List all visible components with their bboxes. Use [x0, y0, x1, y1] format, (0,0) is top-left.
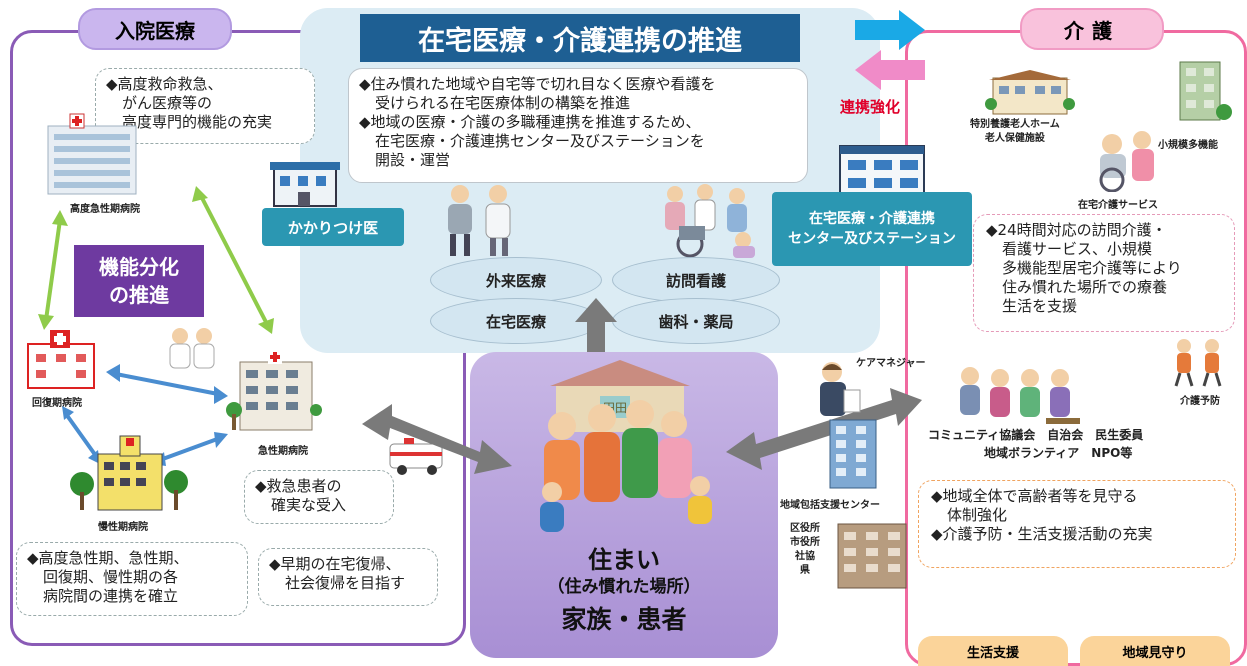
function-division-line: の推進	[109, 283, 169, 307]
function-division-line: 機能分化	[99, 255, 179, 279]
center-station-building-icon	[839, 145, 925, 199]
home-subtitle: （住み慣れた場所）	[547, 577, 701, 597]
hospital-cooperation-note-line: 回復期、慢性期の各	[43, 568, 179, 586]
hospital-cooperation-note-line: ◆高度急性期、急性期、	[27, 549, 189, 567]
community-people-icon	[960, 367, 1080, 424]
advanced-hospital-icon	[47, 113, 137, 195]
community-watch-note: ◆地域全体で高齢者等を見守る 体制強化 ◆介護予防・生活支援活動の充実	[918, 480, 1236, 568]
nursing-home-line: 老人保健施設	[984, 133, 1045, 144]
care-manager-label: ケアマネジャー	[856, 358, 926, 369]
cooperation-arrows-icon	[855, 10, 925, 90]
return-home-note-line: ◆早期の在宅復帰、	[269, 555, 401, 573]
nursing-home-label: 特別養護老人ホーム 老人保健施設	[970, 118, 1060, 146]
center-note: ◆住み慣れた地域や自宅等で切れ目なく医療や看護を 受けられる在宅医療体制の構築を…	[348, 68, 808, 183]
community-watch-tab: 地域見守り	[1080, 636, 1230, 666]
center-station-line: センター及びステーション	[788, 231, 956, 247]
small-multi-label: 小規模多機能	[1158, 140, 1218, 151]
house-icon: 田田	[550, 360, 690, 432]
care-service-note: ◆24時間対応の訪問介護・ 看護サービス、小規模 多機能型居宅介護等により 住み…	[973, 214, 1235, 332]
hospital-care-tab: 入院医療	[78, 8, 232, 50]
service-visiting-nursing: 訪問看護	[612, 257, 780, 303]
home-title: 住まい	[588, 546, 660, 574]
function-division-box: 機能分化 の推進	[74, 245, 204, 317]
care-service-note-line: 看護サービス、小規模	[1002, 240, 1153, 258]
family-icon	[540, 400, 712, 532]
emergency-note-line: 確実な受入	[271, 496, 347, 514]
community-line-1: コミュニティ協議会 自治会 民生委員	[928, 428, 1144, 442]
small-multi-facility-icon	[1179, 61, 1232, 121]
home-care-service-label: 在宅介護サービス	[1078, 200, 1158, 211]
acute-hospital-label: 急性期病院	[258, 446, 308, 457]
return-home-note-line: 社会復帰を目指す	[285, 574, 406, 592]
right-double-arrow-icon	[726, 388, 922, 470]
left-double-arrow-icon	[362, 404, 512, 474]
ambulance-icon	[389, 438, 443, 475]
service-dental-pharmacy: 歯科・薬局	[612, 298, 780, 344]
government-building-icon	[837, 523, 907, 589]
life-support-tab: 生活支援	[918, 636, 1068, 666]
care-service-note-line: 多機能型居宅介護等により	[1002, 259, 1182, 277]
community-line-2: 地域ボランティア NPO等	[984, 446, 1133, 460]
government-line: 区役所	[790, 523, 820, 534]
government-line: 社協	[795, 551, 815, 562]
government-line: 県	[800, 565, 810, 576]
care-service-note-line: 生活を支援	[1002, 297, 1078, 315]
doctors-icon	[169, 328, 215, 369]
community-watch-note-line: ◆地域全体で高齢者等を見守る	[931, 487, 1138, 505]
visiting-nurse-icon	[665, 184, 755, 258]
support-center-building-icon	[829, 419, 877, 489]
main-title: 在宅医療・介護連携の推進	[360, 14, 800, 62]
clinic-building-icon	[270, 162, 340, 207]
center-note-line: 受けられる在宅医療体制の構築を推進	[375, 94, 631, 112]
center-note-line: 開設・運営	[375, 151, 451, 169]
care-prevention-icon	[1174, 339, 1222, 387]
care-manager-icon	[820, 362, 861, 416]
community-watch-note-line: 体制強化	[947, 506, 1008, 524]
hospital-cooperation-note-line: 病院間の連携を確立	[43, 587, 179, 605]
family-doctor-label: かかりつけ医	[262, 208, 404, 246]
advanced-hospital-label: 高度急性期病院	[70, 204, 140, 215]
home-caption: 家族・患者	[561, 605, 687, 634]
government-line: 市役所	[790, 537, 820, 548]
care-service-note-line: ◆24時間対応の訪問介護・	[986, 221, 1167, 239]
doctor-consultation-icon	[448, 185, 511, 256]
center-station-line: 在宅医療・介護連携	[809, 211, 935, 227]
center-note-line: ◆住み慣れた地域や自宅等で切れ目なく医療や看護を	[359, 75, 716, 93]
chronic-hospital-icon	[70, 435, 188, 511]
recovery-hospital-icon	[27, 330, 95, 389]
service-outpatient: 外来医療	[430, 257, 602, 303]
advanced-care-note-line: ◆高度救命救急、	[106, 75, 223, 93]
center-note-line: 在宅医療・介護連携センター及びステーションを	[375, 132, 705, 150]
acute-hospital-icon	[226, 350, 322, 431]
chronic-hospital-label: 慢性期病院	[98, 522, 148, 533]
care-prevention-label: 介護予防	[1180, 396, 1220, 407]
service-home-medical: 在宅医療	[430, 298, 602, 344]
center-note-line: ◆地域の医療・介護の多職種連携を推進するため、	[359, 113, 701, 131]
nursing-home-line: 特別養護老人ホーム	[970, 119, 1060, 130]
government-label: 区役所 市役所 社協 県	[790, 522, 820, 578]
community-watch-note-line: ◆介護予防・生活支援活動の充実	[931, 525, 1153, 543]
care-service-note-line: 住み慣れた場所での療養	[1002, 278, 1168, 296]
center-station-label: 在宅医療・介護連携 センター及びステーション	[772, 192, 972, 266]
emergency-note: ◆救急患者の 確実な受入	[244, 470, 394, 524]
return-home-note: ◆早期の在宅復帰、 社会復帰を目指す	[258, 548, 438, 606]
emergency-note-line: ◆救急患者の	[255, 477, 342, 495]
home-care-service-icon	[1099, 131, 1154, 192]
advanced-care-note-line: がん医療等の	[122, 94, 213, 112]
recovery-hospital-label: 回復期病院	[32, 398, 82, 409]
cooperation-label: 連携強化	[840, 98, 901, 116]
function-division-arrows-icon	[38, 186, 274, 334]
support-center-label: 地域包括支援センター	[780, 500, 880, 511]
care-tab: 介護	[1020, 8, 1164, 50]
advanced-care-note-line: 高度専門的機能の充実	[122, 113, 273, 131]
nursing-home-icon	[985, 70, 1075, 115]
hospital-cooperation-note: ◆高度急性期、急性期、 回復期、慢性期の各 病院間の連携を確立	[16, 542, 248, 616]
